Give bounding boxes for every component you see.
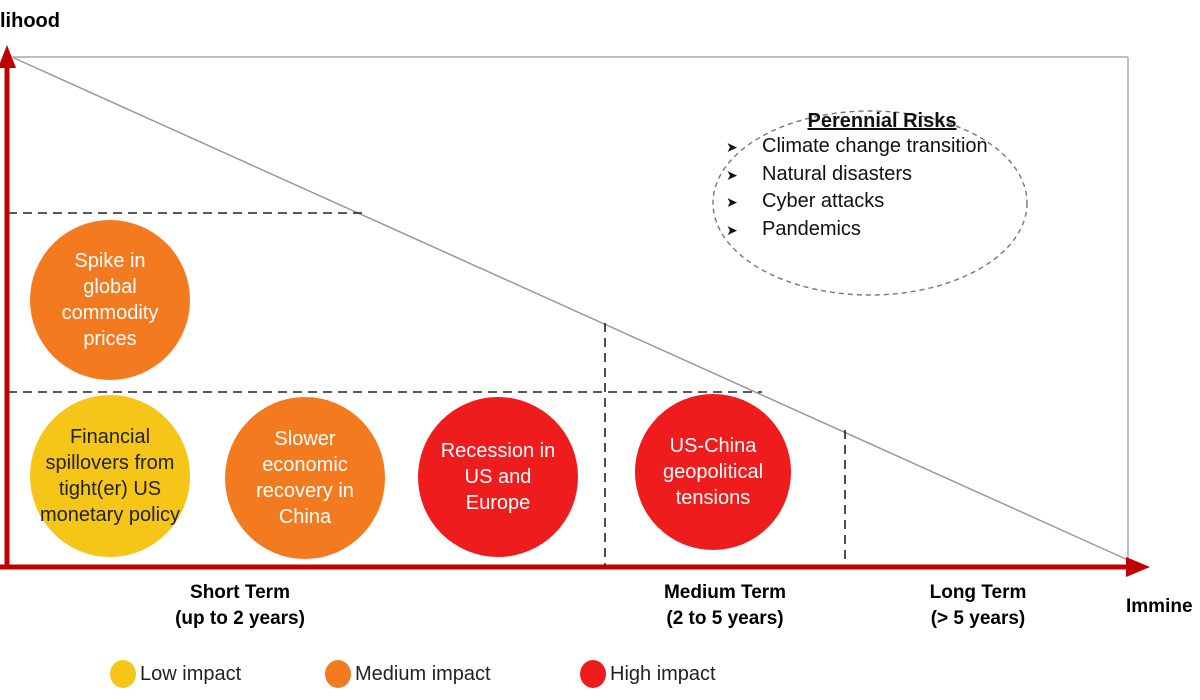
list-item: ➤Natural disasters [726, 161, 1038, 189]
legend-low: Low impact [110, 660, 241, 688]
diagonal-threshold [13, 57, 1129, 561]
risk-bubble: Slower economic recovery in China [225, 397, 385, 559]
horizon-long: Long Term(> 5 years) [929, 582, 1027, 629]
perennial-ellipse [712, 110, 1028, 296]
risk-bubble: Spike in global commodity prices [30, 220, 190, 380]
horizon-medium: Medium Term(2 to 5 years) [663, 582, 787, 629]
horizon-short: Short Term(up to 2 years) [175, 582, 305, 629]
legend-dot [325, 660, 351, 688]
list-item: ➤Climate change transition [726, 133, 1038, 161]
perennial-list: ➤Climate change transition ➤Natural disa… [726, 133, 1038, 243]
arrowhead-bullet-icon: ➤ [726, 139, 738, 155]
legend-dot [110, 660, 136, 688]
perennial-risks: Perennial Risks ➤Climate change transiti… [726, 110, 1038, 243]
risk-bubble: Recession in US and Europe [418, 397, 578, 557]
risk-bubble: Financial spillovers from tight(er) US m… [30, 395, 190, 557]
arrowhead-bullet-icon: ➤ [726, 221, 738, 238]
risk-bubble: US-China geopolitical tensions [635, 394, 791, 550]
legend-high: High impact [580, 660, 716, 688]
y-axis-label: lihood [0, 10, 60, 32]
x-axis-arrow-icon [1126, 557, 1150, 577]
x-axis-label: Immine [1126, 596, 1193, 617]
y-axis-arrow-icon [0, 45, 16, 68]
legend-dot [580, 660, 606, 688]
perennial-title: Perennial Risks [807, 110, 957, 132]
legend-medium: Medium impact [325, 660, 491, 688]
arrowhead-bullet-icon: ➤ [726, 166, 738, 183]
list-item: ➤Pandemics [726, 216, 1038, 244]
arrowhead-bullet-icon: ➤ [726, 194, 738, 210]
list-item: ➤Cyber attacks [726, 188, 1038, 216]
